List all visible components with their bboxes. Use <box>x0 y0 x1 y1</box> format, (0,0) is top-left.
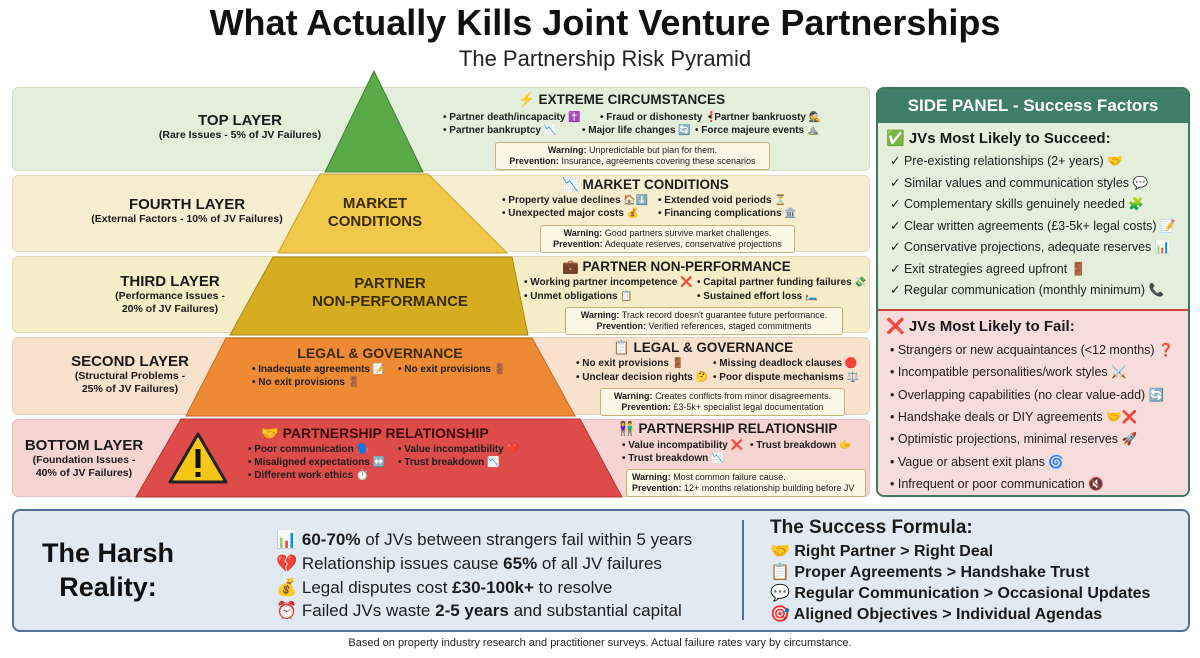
category-title-extreme: ⚡ EXTREME CIRCUMSTANCES <box>518 92 726 107</box>
success-item: ✓ Complementary skills genuinely needed … <box>890 197 1144 211</box>
side-panel-header: SIDE PANEL - Success Factors <box>878 89 1188 123</box>
category-item: • Unmet obligations 📋 <box>524 291 633 302</box>
pyramid-rel-item: • Value incompatibility ❤️ <box>398 444 519 455</box>
page-title: What Actually Kills Joint Venture Partne… <box>209 2 1001 43</box>
warning-box-legal: Warning: Creates conflicts from minor di… <box>600 388 845 416</box>
pyramid-partner-segment <box>229 256 529 336</box>
success-item: ✓ Regular communication (monthly minimum… <box>890 283 1165 297</box>
layer-label-bottom: BOTTOM LAYER (Foundation Issues - 40% of… <box>24 437 144 479</box>
layer-label-second: SECOND LAYER (Structural Problems - 25% … <box>71 353 189 395</box>
category-item: • Property value declines 🏠⬇️ <box>502 195 649 206</box>
success-formula-title: The Success Formula: <box>770 517 973 538</box>
pyramid-legal-label: LEGAL & GOVERNANCE <box>297 345 463 361</box>
category-title-partner: 💼 PARTNER NON-PERFORMANCE <box>562 259 791 274</box>
footer-note: Based on property industry research and … <box>348 637 852 649</box>
category-item: • Value incompatibility ❌ <box>622 440 743 451</box>
pyramid-legal-item: • No exit provisions 🚪 <box>398 364 507 375</box>
failure-item: • Strangers or new acquaintances (<12 mo… <box>890 343 1174 357</box>
failure-item: • Vague or absent exit plans 🌀 <box>890 455 1064 469</box>
category-item: • Missing deadlock clauses 🛑 <box>713 358 858 369</box>
layer-label-fourth: FOURTH LAYER (External Factors - 10% of … <box>91 196 283 225</box>
pyramid-relationship-segment <box>135 418 623 498</box>
formula-item: 🎯 Aligned Objectives > Individual Agenda… <box>770 606 1103 623</box>
failure-item: • Overlapping capabilities (no clear val… <box>890 388 1165 402</box>
failure-item: • Handshake deals or DIY agreements 🤝❌ <box>890 410 1138 424</box>
success-item: ✓ Similar values and communication style… <box>890 176 1149 190</box>
category-item: • No exit provisions 🚪 <box>576 358 685 369</box>
formula-item: 📋 Proper Agreements > Handshake Trust <box>770 564 1090 581</box>
category-item: • Capital partner funding failures 💸 <box>697 277 867 288</box>
page-subtitle: The Partnership Risk Pyramid <box>458 46 752 71</box>
category-item: • Partner death/incapacity ✝️ <box>443 112 581 123</box>
category-item: • Partner bankruosty 🕵️ <box>708 112 822 123</box>
category-item: • Extended void periods ⏳ <box>658 195 787 206</box>
category-item: • Fraud or dishonesty ❗ <box>600 112 718 123</box>
category-title-relationship: 👫 PARTNERSHIP RELATIONSHIP <box>618 421 838 436</box>
pyramid-rel-item: • Trust breakdown 📉 <box>398 457 500 468</box>
category-item: • Unclear decision rights 🤔 <box>576 372 709 383</box>
category-item: • Partner bankruptcy 📉 <box>443 125 557 136</box>
pyramid-legal-item: • No exit provisions 🚪 <box>252 377 361 388</box>
warning-box-market: Warning: Good partners survive market ch… <box>540 225 795 253</box>
layer-label-third: THIRD LAYER (Performance Issues - 20% of… <box>115 273 225 315</box>
failure-item: • Infrequent or poor communication 🔇 <box>890 477 1104 491</box>
pyramid-market-segment <box>277 173 509 254</box>
category-item: • Financing complications 🏛️ <box>658 208 797 219</box>
pyramid-relationship-label: 🤝 PARTNERSHIP RELATIONSHIP <box>261 425 489 441</box>
warning-triangle-icon <box>168 432 228 484</box>
failure-title: ❌ JVs Most Likely to Fail: <box>886 318 1075 335</box>
category-item: • Poor dispute mechanisms ⚖️ <box>713 372 859 383</box>
category-title-legal: 📋 LEGAL & GOVERNANCE <box>613 340 794 355</box>
success-item: ✓ Clear written agreements (£3-5k+ legal… <box>890 219 1176 233</box>
category-item: • Working partner incompetence ❌ <box>524 277 693 288</box>
pyramid-top-segment <box>324 69 424 173</box>
success-item: ✓ Pre-existing relationships (2+ years) … <box>890 154 1123 168</box>
stat-line: 💔 Relationship issues cause 65% of all J… <box>276 554 662 573</box>
category-item: • Unexpected major costs 💰 <box>502 208 640 219</box>
warning-box-relationship: Warning: Most common failure cause. Prev… <box>626 469 866 497</box>
category-item: • Trust breakdown 🫱 <box>750 440 852 451</box>
stat-line: ⏰ Failed JVs waste 2-5 years and substan… <box>276 601 682 620</box>
warning-box-extreme: Warning: Unpredictable but plan for them… <box>495 142 770 170</box>
failure-section: ❌ JVs Most Likely to Fail: • Strangers o… <box>878 309 1188 495</box>
category-item: • Major life changes 🔄 <box>582 125 691 136</box>
pyramid-rel-item: • Different work ethics ⏱️ <box>248 470 369 481</box>
stat-line: 💰 Legal disputes cost £30-100k+ to resol… <box>276 578 613 597</box>
success-section: ✅ JVs Most Likely to Succeed: ✓ Pre-exis… <box>878 123 1188 309</box>
formula-item: 💬 Regular Communication > Occasional Upd… <box>770 585 1151 602</box>
formula-item: 🤝 Right Partner > Right Deal <box>770 543 994 560</box>
layer-label-top: TOP LAYER (Rare Issues - 5% of JV Failur… <box>158 112 322 141</box>
success-item: ✓ Conservative projections, adequate res… <box>890 240 1171 254</box>
category-title-market: 📉 MARKET CONDITIONS <box>562 177 729 192</box>
pyramid-rel-item: • Poor communication 🗣️ <box>248 444 369 455</box>
pyramid-legal-item: • Inadequate agreements 📝 <box>252 364 386 375</box>
success-title: ✅ JVs Most Likely to Succeed: <box>886 130 1111 147</box>
category-item: • Force majeure events ⛰️ <box>695 125 820 136</box>
harsh-reality-panel <box>12 509 1190 632</box>
side-panel: SIDE PANEL - Success Factors ✅ JVs Most … <box>876 87 1190 497</box>
pyramid-rel-item: • Misaligned expectations ↔️ <box>248 457 386 468</box>
panel-divider <box>742 520 744 620</box>
failure-item: • Incompatible personalities/work styles… <box>890 365 1127 379</box>
category-item: • Trust breakdown 📉 <box>622 453 724 464</box>
category-item: • Sustained effort loss 🛏️ <box>697 291 818 302</box>
failure-item: • Optimistic projections, minimal reserv… <box>890 432 1138 446</box>
stat-line: 📊 60-70% of JVs between strangers fail w… <box>276 530 693 549</box>
pyramid-legal-segment <box>185 337 576 417</box>
warning-box-partner: Warning: Track record doesn't guarantee … <box>565 307 843 335</box>
success-item: ✓ Exit strategies agreed upfront 🚪 <box>890 262 1087 276</box>
